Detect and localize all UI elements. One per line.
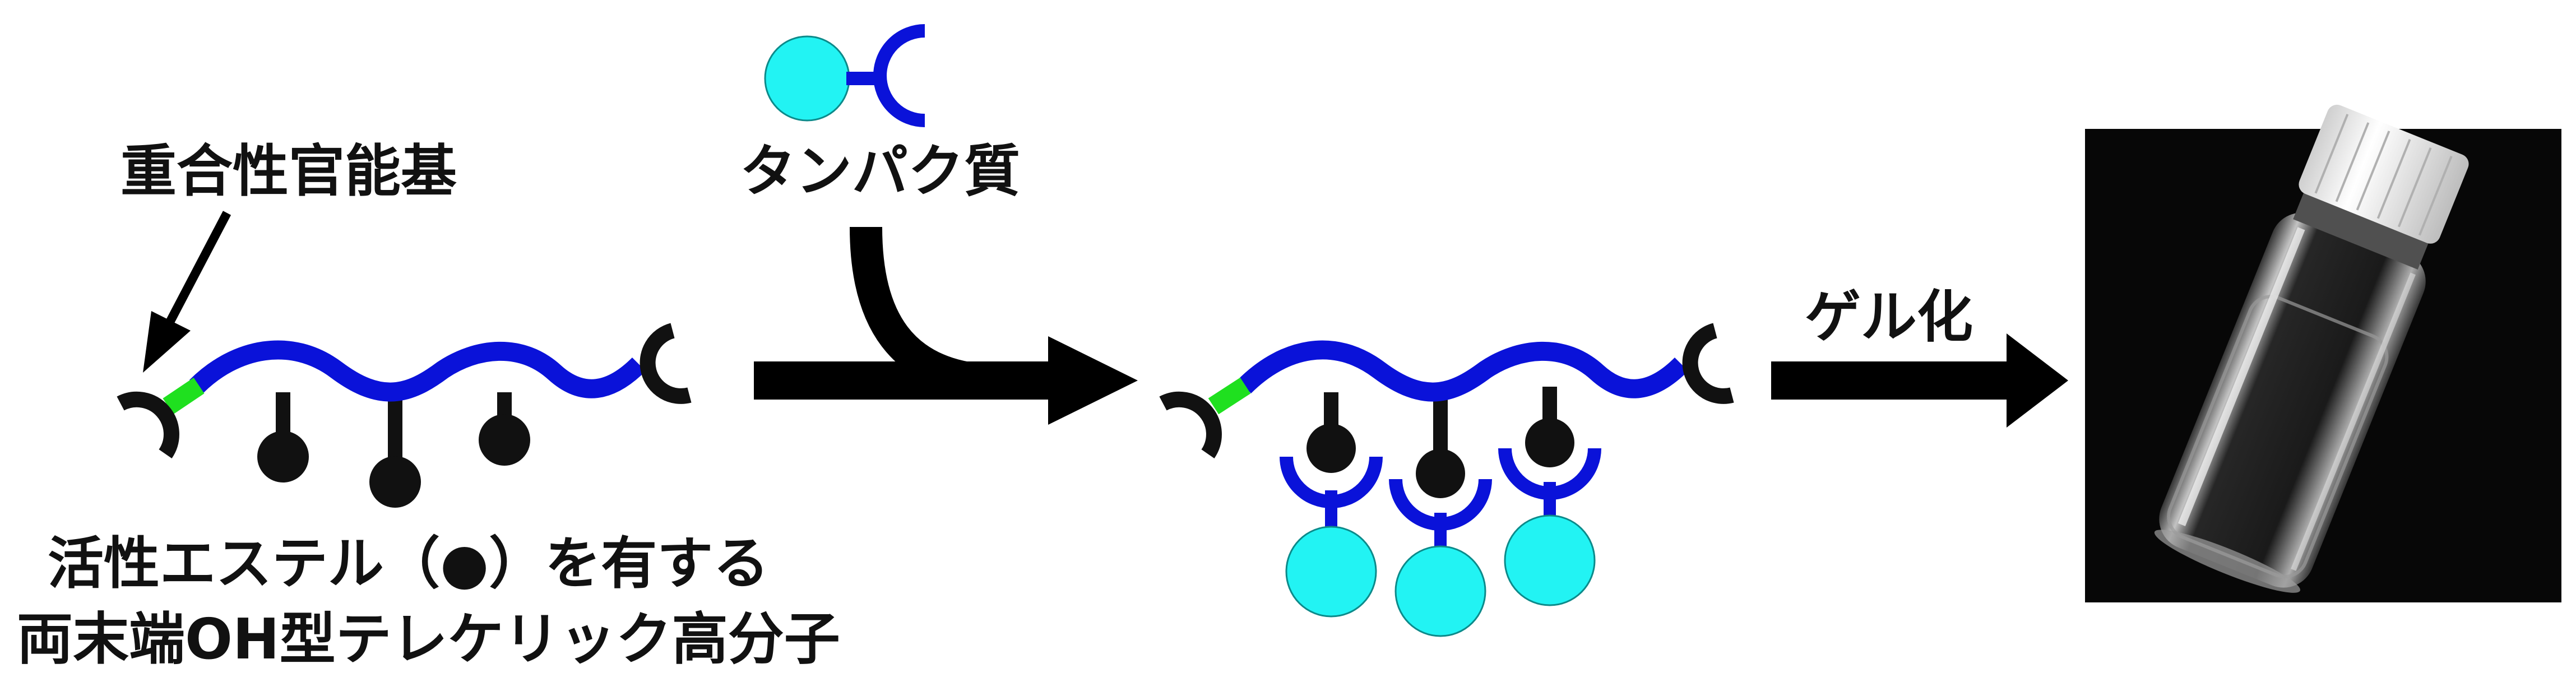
polymer-backbone [1237,340,1689,402]
protein-polymer-conjugate [1159,323,1734,637]
telechelic-polymer [117,323,692,508]
polymerizable-end-group-icon [117,391,179,458]
active-ester-groups [1306,387,1574,498]
receptor-cups [1280,448,1601,531]
gelation-arrow-icon [1771,333,2068,428]
gel-vial-photo [2085,104,2561,602]
linker-segment [1208,377,1251,415]
active-ester-groups [257,392,530,508]
telechelic-polymer-label: 両末端OH型テレケリック高分子 [17,606,840,672]
polymer-backbone [189,340,646,402]
protein-icon [764,35,850,122]
gelation-label: ゲル化 [1805,284,1973,350]
reaction-arrow-icon [754,226,1138,425]
protein-legend [764,24,925,127]
vial-cap [2299,104,2469,244]
protein-label: タンパク質 [740,138,1020,204]
polymerizable-end-group-icon [1682,323,1734,404]
linker-segment [163,377,205,415]
polymerizable-end-group-icon [640,323,692,404]
protein-balls [1285,482,1596,637]
pointer-arrow-icon [143,211,231,373]
polymerizable-end-group-icon [1159,391,1222,458]
active-ester-label: 活性エステル（●）を有する [48,531,769,596]
polymerizable-group-label: 重合性官能基 [121,138,457,204]
vial-body [2159,212,2426,588]
receptor-cup-icon [873,24,925,127]
